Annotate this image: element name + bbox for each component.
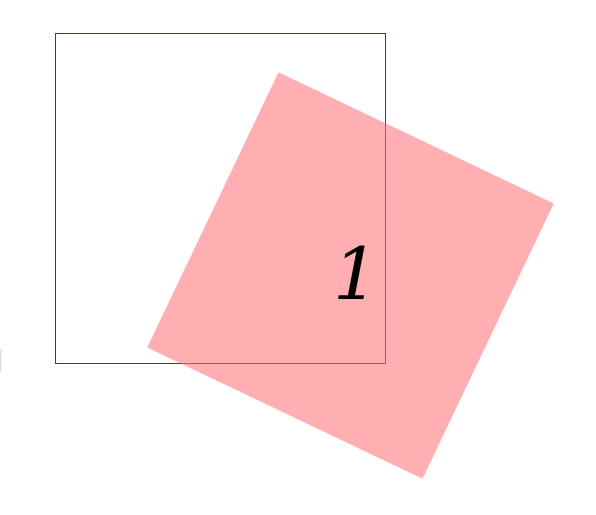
left-edge-mark: l [0,344,2,382]
square-number-label: 1 [333,232,379,316]
